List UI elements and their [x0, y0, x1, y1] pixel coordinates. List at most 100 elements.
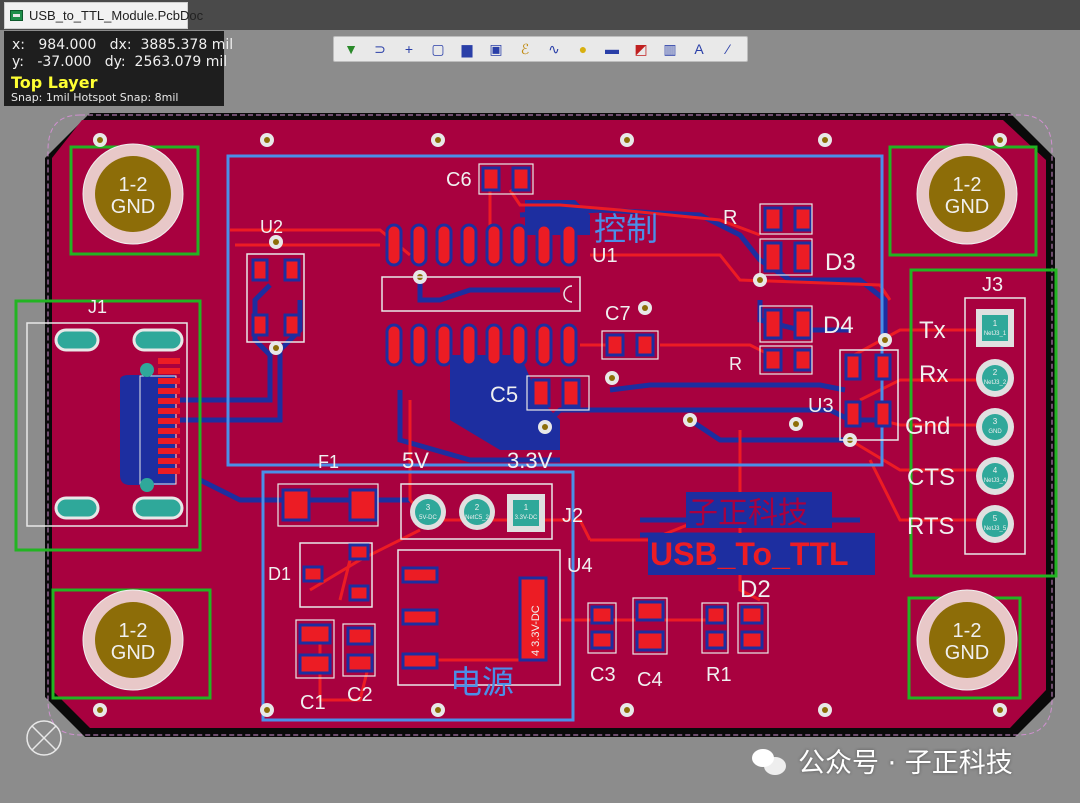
pin-number: 1 — [993, 319, 998, 328]
filter-icon[interactable]: ▼ — [344, 41, 358, 57]
u3-ic[interactable] — [839, 349, 899, 441]
smd-pad — [740, 605, 764, 625]
label-c3: C3 — [590, 664, 616, 686]
smd-pad — [740, 630, 764, 650]
component-outline — [759, 305, 813, 343]
j1-pin — [158, 378, 180, 384]
u1-pin — [385, 223, 403, 267]
via-hole — [273, 345, 279, 351]
label-c2: C2 — [347, 684, 373, 706]
gnd-pad-label: 1-2 — [953, 174, 982, 196]
chart-icon[interactable]: ▥ — [663, 41, 677, 57]
two-pad-components[interactable] — [277, 163, 813, 679]
brand-highlight — [686, 492, 832, 528]
u1-ic[interactable] — [381, 223, 581, 367]
pin-net: 3.3V-DC — [515, 515, 538, 521]
smd-pad — [763, 348, 783, 372]
via-hole — [997, 707, 1003, 713]
smd-pad — [763, 241, 783, 273]
via-hole — [542, 424, 548, 430]
document-tab[interactable]: USB_to_TTL_Module.PcbDoc — [4, 2, 203, 29]
smd-pad — [531, 378, 551, 408]
component-outline — [587, 602, 617, 654]
active-bar-toolbar: ▼ ⊃ + ▢ ▆ ▣ ℰ ∿ ● ▬ ◩ ▥ A ⁄ — [333, 36, 748, 62]
select-rect-icon[interactable]: ▢ — [431, 41, 445, 57]
label-u3: U3 — [808, 395, 834, 417]
gnd-pad-label: 1-2 — [119, 174, 148, 196]
u1-pin — [535, 223, 553, 267]
smd-pad — [348, 488, 378, 522]
keepout-dashed-outline — [47, 114, 1053, 736]
label-c1: C1 — [300, 692, 326, 714]
route-icon[interactable]: ⊃ — [374, 41, 386, 57]
label-product: USB_To_TTL — [650, 536, 849, 572]
via-hole — [882, 337, 888, 343]
component-outline — [342, 623, 376, 677]
interactive-route-icon[interactable]: ℰ — [520, 41, 530, 57]
j2-header[interactable] — [400, 483, 553, 540]
pin-number: 2 — [993, 368, 998, 377]
u1-pin — [510, 223, 528, 267]
vias — [93, 133, 1007, 717]
via-hole — [435, 137, 441, 143]
j1-pin — [158, 408, 180, 414]
component-outline — [295, 619, 335, 679]
region-icon[interactable]: ◩ — [634, 41, 648, 57]
pin-net: GND — [988, 429, 1002, 435]
label-f1: F1 — [318, 452, 339, 472]
gnd-pad-label: GND — [945, 196, 989, 218]
smd-pad — [763, 206, 783, 232]
component-outline — [526, 375, 590, 411]
via-icon[interactable]: ● — [578, 41, 588, 57]
pin-number: 5 — [993, 514, 998, 523]
label-d4: D4 — [823, 312, 854, 339]
smd-pad — [561, 378, 581, 408]
pin-net: NetJ3_4 — [984, 478, 1007, 484]
label-d2: D2 — [740, 576, 771, 603]
smd-pad — [763, 308, 783, 340]
via-hole — [624, 707, 630, 713]
u1-pin — [460, 323, 478, 367]
pin-number: 1 — [524, 503, 529, 512]
label-u4-part: 4 3.3V-DC — [530, 605, 542, 656]
u1-pin — [535, 323, 553, 367]
diff-pair-icon[interactable]: ∿ — [548, 41, 560, 57]
via-hole — [264, 707, 270, 713]
via-hole — [264, 137, 270, 143]
u2-ic[interactable] — [246, 253, 305, 343]
label-c7: C7 — [605, 303, 631, 325]
via-hole — [997, 137, 1003, 143]
j1-pin — [158, 418, 180, 424]
label-d1: D1 — [268, 564, 291, 584]
smd-pad — [705, 605, 727, 625]
align-icon[interactable]: ▆ — [461, 41, 473, 57]
d1-diode[interactable] — [299, 542, 373, 608]
smd-pad — [481, 166, 501, 192]
label-j3: J3 — [982, 274, 1003, 296]
pin-number: 3 — [993, 417, 998, 426]
u1-pin — [560, 323, 578, 367]
u1-pin — [485, 223, 503, 267]
crosshair-icon[interactable]: + — [404, 41, 414, 57]
coordinate-readout: x: 984.000 dx: 3885.378 mil y: -37.000 d… — [4, 31, 233, 106]
j1-usb-connector[interactable] — [26, 322, 188, 527]
u4-regulator[interactable] — [397, 549, 561, 686]
fill-icon[interactable]: ▬ — [605, 41, 619, 57]
label-control: 控制 — [594, 211, 658, 247]
via-hole — [273, 239, 279, 245]
label-r1: R1 — [706, 664, 732, 686]
label-power: 电源 — [450, 664, 514, 700]
y-readout: y: -37.000 dy: 2563.079 mil — [12, 54, 228, 70]
component-icon[interactable]: ▣ — [489, 41, 503, 57]
j3-header[interactable] — [964, 297, 1026, 555]
text-icon[interactable]: A — [694, 41, 704, 57]
label-rts: RTS — [907, 513, 955, 540]
component-outline — [478, 163, 534, 195]
smd-pad — [346, 653, 374, 673]
line-icon[interactable]: ⁄ — [726, 41, 730, 57]
